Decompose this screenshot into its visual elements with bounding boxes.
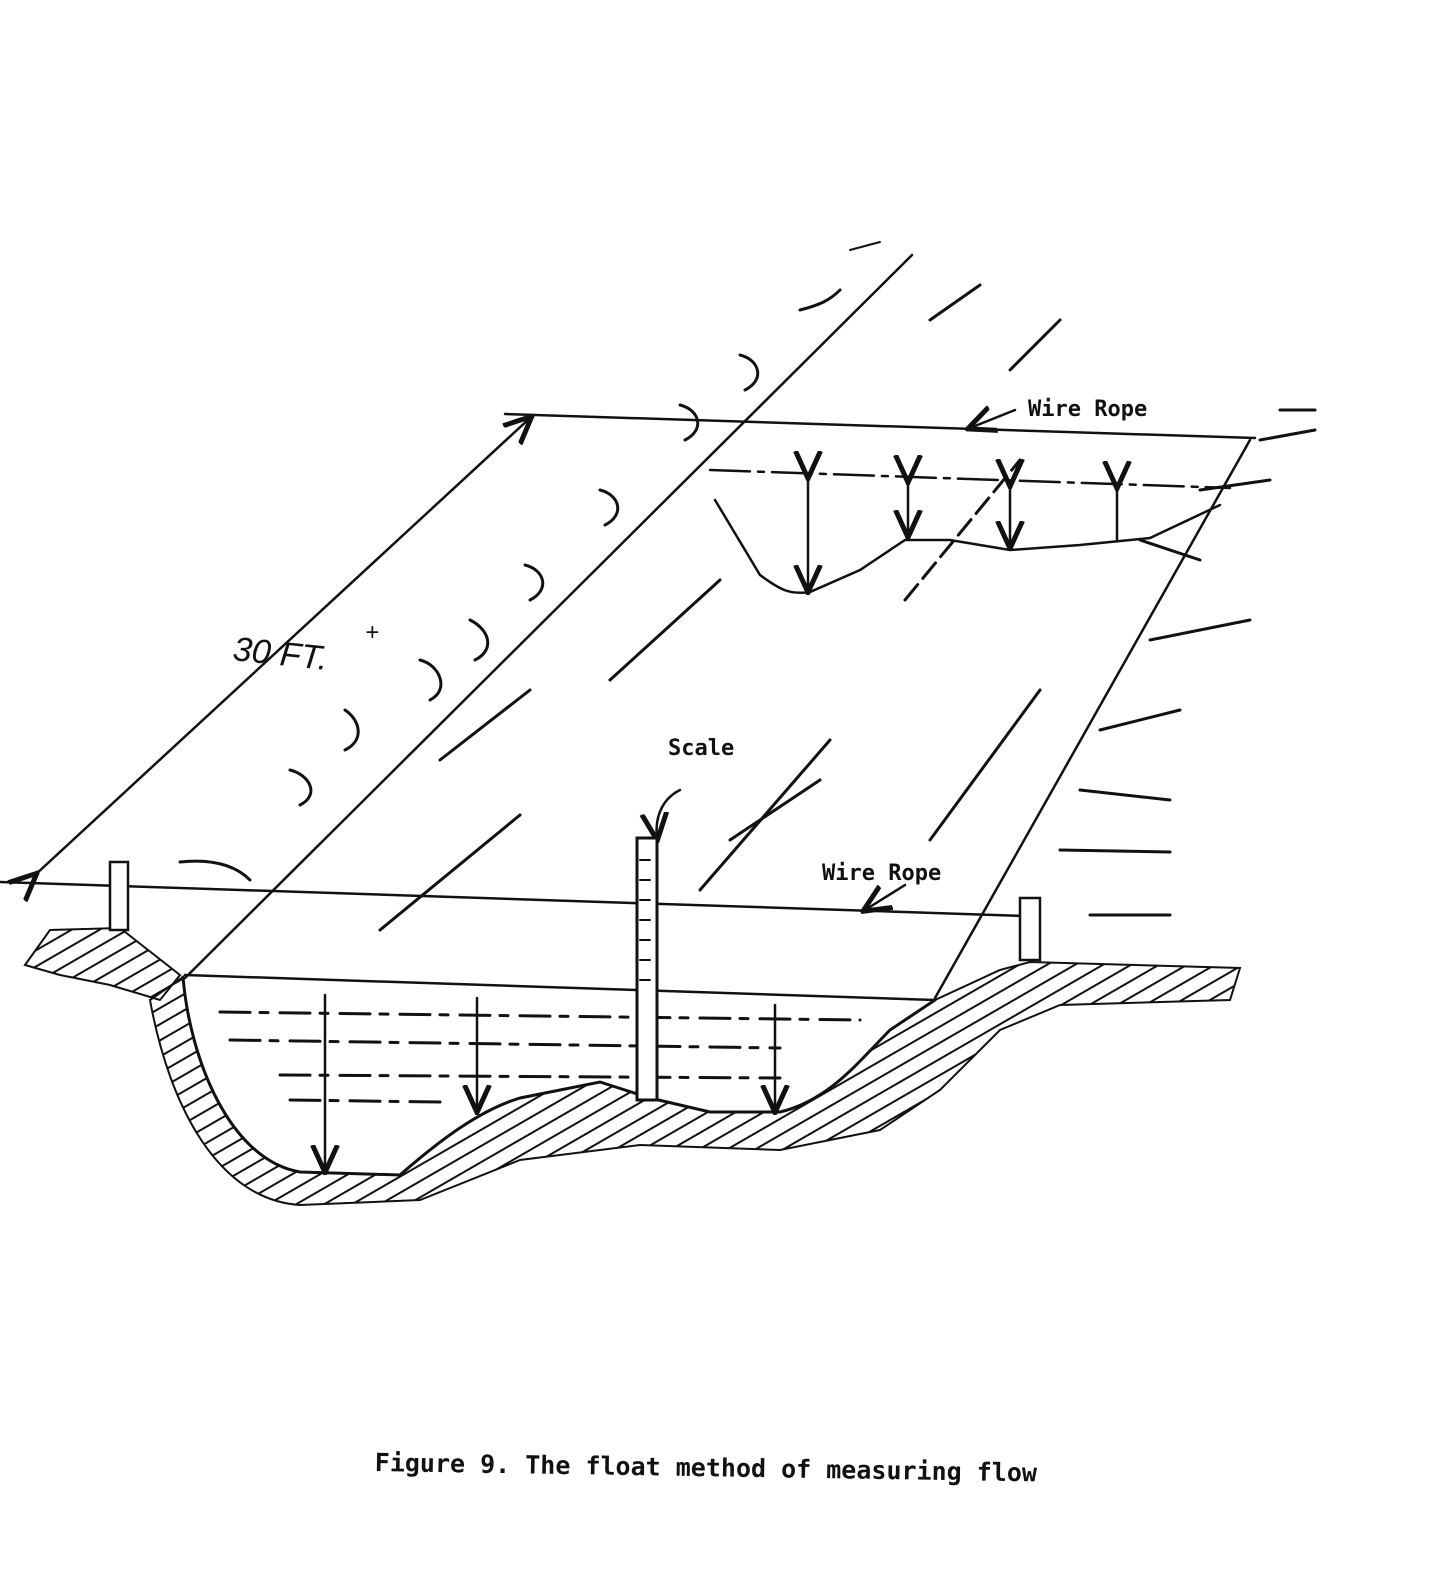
distance-dimension (35, 418, 530, 875)
label-wire-rope-bottom: Wire Rope (822, 861, 941, 886)
label-distance-sup: + (365, 619, 379, 646)
water-surface (183, 973, 937, 1002)
label-scale: Scale (668, 736, 734, 761)
left-ground (23, 926, 182, 1002)
post-right (1018, 896, 1042, 962)
right-edge (933, 438, 1252, 1000)
post-left (108, 860, 130, 932)
wire-rope-top (503, 412, 1257, 440)
label-wire-rope-top: Wire Rope (1028, 397, 1147, 422)
staff-gauge (635, 836, 659, 1102)
label-distance: 30 FT. (231, 630, 330, 678)
wire-rope-bottom (0, 880, 1027, 918)
left-edge (183, 253, 914, 980)
